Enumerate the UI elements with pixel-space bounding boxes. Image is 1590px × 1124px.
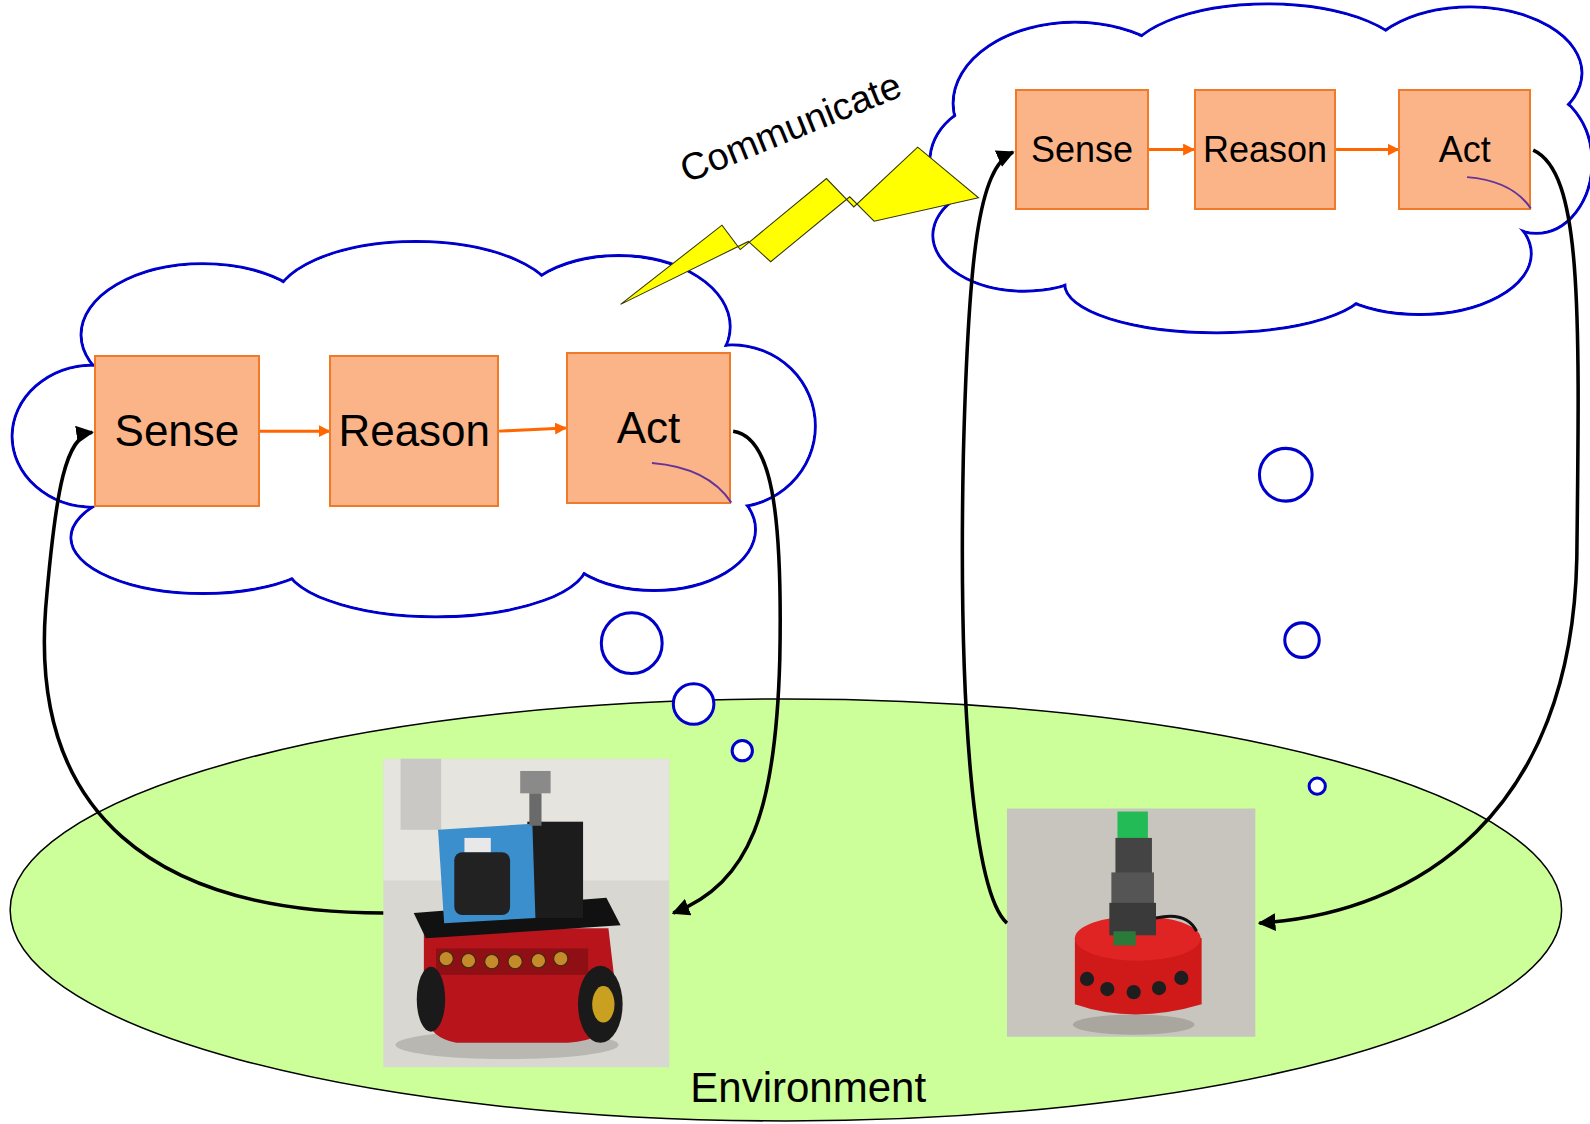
decoration-arc xyxy=(1467,177,1531,208)
flow-arrow xyxy=(499,428,566,431)
feedback-arrow xyxy=(44,150,1578,923)
process-box: Act xyxy=(1398,89,1531,210)
box-label: Reason xyxy=(338,407,490,455)
link-label: Communicate xyxy=(674,65,907,192)
process-box: Sense xyxy=(1015,89,1149,210)
environment-area xyxy=(10,699,1561,1121)
box-label: Sense xyxy=(115,407,240,455)
box-label: Reason xyxy=(1203,130,1327,170)
process-box: Sense xyxy=(94,355,259,507)
process-box: Act xyxy=(566,352,731,504)
thought-cloud xyxy=(12,241,815,616)
process-box: Reason xyxy=(329,355,499,507)
region-label: Environment xyxy=(690,1065,926,1111)
flow-arrow xyxy=(1149,148,1194,151)
box-label: Sense xyxy=(1031,130,1133,170)
robot-photo xyxy=(383,759,669,1067)
box-label: Act xyxy=(1439,130,1491,170)
robot-photo xyxy=(1007,809,1255,1037)
box-label: Act xyxy=(617,404,681,452)
thought-cloud xyxy=(930,4,1590,333)
process-box: Reason xyxy=(1194,89,1336,210)
decoration-arc xyxy=(652,463,731,503)
flow-arrow xyxy=(260,430,330,433)
lightning-bolt xyxy=(621,147,979,304)
flow-arrow xyxy=(1336,148,1398,151)
